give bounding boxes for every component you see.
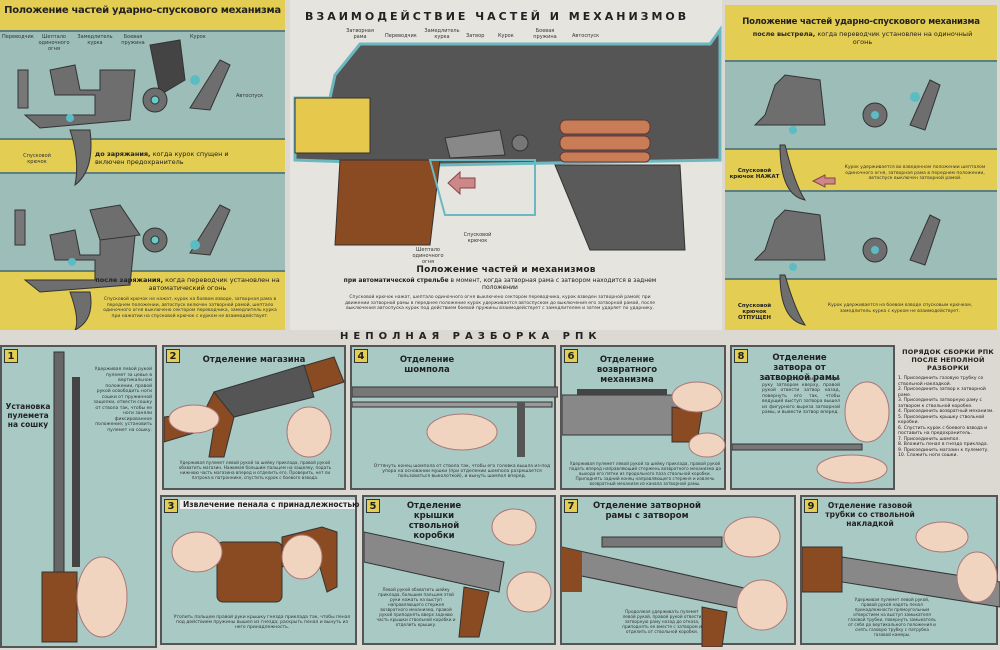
assembly-step: 6. Спустить курок с боевого взвода и пос… (898, 425, 988, 437)
label-boevaya-pruzhina: Боевая пружина (121, 34, 145, 46)
step-2-panel: 2 Отделение магазина Удерживая пулемет л… (162, 345, 346, 490)
assembly-step: 7. Присоединить шомпол. (898, 436, 960, 442)
right-note-1: Курок удерживается во взведенном положен… (844, 165, 986, 181)
step-number: 1 (4, 349, 18, 363)
step-title: Отделение газовой трубки со ствольной на… (825, 501, 915, 528)
assembly-step: 5. Присоединить крышку ствольной коробки… (898, 414, 985, 426)
step-text: Продолжая удерживать пулемет левой рукой… (622, 609, 702, 634)
state-before-loading: до заряжания, когда курок спущен и включ… (95, 150, 229, 166)
left-panel-note: Спусковой крючок не нажат, курок на боев… (103, 297, 277, 319)
trigger-mechanism-drawing (753, 74, 941, 326)
assembly-order-panel: ПОРЯДОК СБОРКИ РПК ПОСЛЕ НЕПОЛНОЙ РАЗБОР… (898, 348, 998, 493)
state-after-loading: после заряжания, когда переводчик устано… (95, 276, 280, 292)
step-title: Извлечение пенала с принадлежностью (180, 500, 359, 509)
assembly-step: 9. Присоединить магазин к пулемету. (898, 447, 989, 453)
step-title: Отделение затворной рамы с затвором (593, 501, 701, 521)
receiver-band (0, 172, 285, 272)
center-note: Спусковой крючок нажат, шептало одиночно… (344, 295, 656, 311)
step-title: Отделение магазина (202, 355, 306, 365)
label-kurok: Курок (190, 34, 206, 40)
kit-case-drawing (171, 526, 338, 603)
gas-tube-drawing (802, 521, 1000, 608)
label-boevaya-pruzhina: Боевая пружина (533, 28, 557, 40)
recoil-mechanism-drawing (562, 381, 726, 458)
label-spuskovoy-kryuchok: Спусковой крючок (23, 153, 51, 165)
disassembly-section-title: НЕПОЛНАЯ РАЗБОРКА РПК (340, 331, 602, 342)
label-sheptalo: Шептало одиночного огня (412, 247, 444, 265)
step-9-panel: 9 Отделение газовой трубки со ствольной … (800, 495, 1000, 645)
right-mechanism-panel: Положение частей ударно-спускового механ… (725, 5, 997, 330)
receiver-cover-drawing (364, 508, 552, 638)
label-kurok: Курок (498, 33, 514, 39)
assembly-title: ПОРЯДОК СБОРКИ РПК ПОСЛЕ НЕПОЛНОЙ РАЗБОР… (902, 348, 994, 372)
trigger-released-label: Спусковой крючок ОТПУЩЕН (737, 303, 772, 321)
step-number: 7 (564, 499, 578, 513)
step-text: Оттянуть конец шомпола от ствола так, чт… (373, 464, 551, 479)
magazine-drawing (164, 356, 345, 458)
center-panel-title: ВЗАИМОДЕЙСТВИЕ ЧАСТЕЙ И МЕХАНИЗМОВ (305, 10, 690, 23)
left-panel-title: Положение частей ударно-спускового механ… (4, 5, 281, 16)
label-spuskovoy-kryuchok: Спусковой крючок (463, 232, 492, 244)
step-text: Удерживая пулемет левой рукой за шейку п… (568, 461, 722, 486)
assembly-step: 8. Вложить пенал в гнездо приклада. (898, 442, 989, 447)
rifle-cutaway-drawing (293, 25, 722, 251)
step-text: Удерживая левой рукой пулемет за цевье в… (93, 367, 152, 433)
assembly-step: 1. Присоединить газовую трубку со стволь… (898, 376, 984, 387)
step-4-panel: 4 Отделение шомпола Оттянуть конец шомпо… (350, 345, 558, 490)
assembly-step: 2. Присоединить затвор к затворной раме. (898, 387, 986, 398)
step-title: Отделение крышки ствольной коробки (406, 501, 462, 541)
step-number: 9 (804, 499, 818, 513)
assembly-step: 4. Присоединить возвратный механизм. (898, 409, 994, 414)
step-number: 4 (354, 349, 368, 363)
bipod-drawing (41, 351, 128, 643)
center-subtitle: Положение частей и механизмов (416, 265, 596, 275)
trigger-mechanism-drawing (14, 39, 231, 330)
step-number: 8 (734, 349, 748, 363)
assembly-list: 1. Присоединить газовую трубку со стволь… (898, 376, 998, 459)
right-note-2: Курок удерживается на боевом взводе спус… (827, 303, 973, 314)
assembly-step: 3. Присоединить затворную раму с затворо… (898, 398, 982, 409)
label-perevodchik: Переводчик (385, 33, 417, 39)
step-text: Утопить пальцем правой руки крышку гнезд… (173, 615, 351, 630)
step-3-panel: 3 Извлечение пенала с принадлежностью Ут… (160, 495, 359, 645)
step-5-panel: 5 Отделение крышки ствольной коробки Лев… (362, 495, 556, 645)
step-7-panel: 7 Отделение затворной рамы с затвором Пр… (560, 495, 796, 647)
step-number: 5 (366, 499, 380, 513)
step-title: Отделение возвратного механизма (596, 355, 658, 385)
step-1-panel: 1 Установка пулемета на сошку Удерживая … (0, 345, 157, 648)
step-8-panel: 8 Отделение затвора от затворной рамы Вз… (730, 345, 895, 490)
step-number: 3 (164, 499, 178, 513)
step-number: 2 (166, 349, 180, 363)
step-text: Удерживая пулемет левой рукой, правой ру… (848, 597, 936, 637)
label-zamedlitel: Замедлитель курка (77, 34, 113, 46)
label-sheptalo: Шептало одиночного огня (38, 34, 70, 52)
center-interaction-panel: ВЗАИМОДЕЙСТВИЕ ЧАСТЕЙ И МЕХАНИЗМОВ Затво… (290, 0, 722, 330)
label-avtospusk: Автоспуск (236, 93, 264, 99)
center-subtitle-detail: при автоматической стрельбе в момент, ко… (343, 277, 657, 291)
bolt-drawing (732, 381, 890, 484)
assembly-step: 10. Сложить ноги сошки. (898, 453, 958, 458)
label-zamedlitel: Замедлитель курка (424, 28, 460, 40)
trigger-pressed-label: Спусковой крючок НАЖАТ (729, 168, 780, 180)
label-avtospusk: Автоспуск (572, 33, 600, 39)
step-text: Удерживая пулемет левой рукой за шейку п… (178, 460, 332, 480)
left-mechanism-panel: Положение частей ударно-спускового механ… (0, 0, 285, 330)
label-zatvor: Затвор (466, 33, 485, 39)
step-number: 6 (564, 349, 578, 363)
right-panel-title: Положение частей ударно-спускового механ… (742, 17, 980, 27)
step-title: Установка пулемета на сошку (5, 402, 51, 429)
step-title: Отделение затвора от затворной рамы (759, 353, 840, 383)
label-zatvornaya-rama: Затворная рама (346, 28, 374, 40)
label-perevodchik: Переводчик (2, 34, 34, 40)
bolt-carrier-drawing (562, 516, 788, 647)
step-text: Левой рукой обхватить шейку приклада, бо… (376, 587, 456, 627)
step-text: Взять затворную раму в левую руку затвор… (762, 377, 840, 415)
step-title: Отделение шомпола (399, 355, 455, 375)
right-panel-subtitle: после выстрела, когда переводчик установ… (752, 30, 973, 46)
cleaning-rod-drawing (352, 386, 558, 457)
step-6-panel: 6 Отделение возвратного механизма Удержи… (560, 345, 726, 490)
